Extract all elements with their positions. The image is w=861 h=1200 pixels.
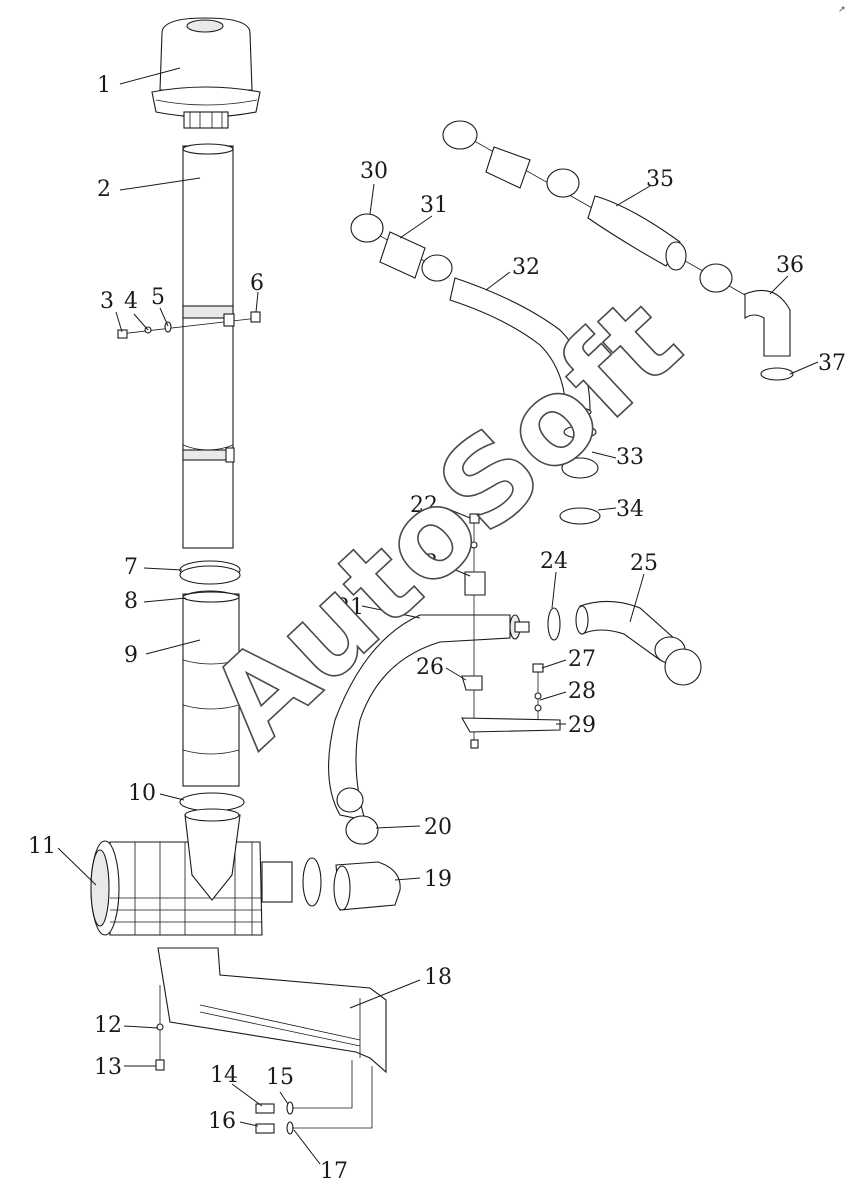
callout-30: 30	[360, 159, 388, 184]
clamp-bolt-set	[117, 311, 261, 339]
callout-16: 16	[208, 1109, 236, 1134]
leader-lines	[57, 67, 819, 1165]
intake-column	[90, 17, 387, 1135]
callout-14: 14	[210, 1063, 238, 1088]
callout-36: 36	[776, 253, 804, 278]
callout-29: 29	[568, 713, 596, 738]
callout-1: 1	[97, 73, 111, 98]
lower-intake-pipe	[182, 591, 240, 787]
connecting-hose	[302, 614, 530, 911]
callout-27: 27	[568, 647, 596, 672]
callout-15: 15	[266, 1065, 294, 1090]
support-bracket-set	[461, 513, 561, 749]
callout-33: 33	[616, 445, 644, 470]
lower-hose-clamp	[179, 792, 245, 812]
callout-23: 23	[410, 551, 438, 576]
air-cleaner-body	[90, 808, 293, 936]
callout-20: 20	[424, 815, 452, 840]
callout-17: 17	[320, 1159, 348, 1184]
callout-31: 31	[420, 193, 448, 218]
callout-25: 25	[630, 551, 658, 576]
callout-22: 22	[410, 493, 438, 518]
corner-mark: ↗	[838, 5, 846, 15]
callout-37: 37	[818, 351, 846, 376]
callout-10: 10	[128, 781, 156, 806]
callout-28: 28	[568, 679, 596, 704]
callout-12: 12	[94, 1013, 122, 1038]
callout-2: 2	[97, 177, 111, 202]
callout-7: 7	[124, 555, 138, 580]
upper-intake-pipe	[182, 143, 235, 549]
callout-9: 9	[124, 643, 138, 668]
upper-hose-assembly	[350, 120, 794, 525]
callout-11: 11	[28, 834, 56, 859]
callout-8: 8	[124, 589, 138, 614]
callout-34: 34	[616, 497, 644, 522]
rain-cap-part	[151, 17, 261, 129]
right-lower-hose	[547, 600, 702, 686]
callout-35: 35	[646, 167, 674, 192]
callout-4: 4	[124, 289, 138, 314]
callout-3: 3	[100, 289, 114, 314]
callout-5: 5	[151, 285, 165, 310]
callout-6: 6	[250, 271, 264, 296]
callout-32: 32	[512, 255, 540, 280]
mounting-bracket	[155, 947, 387, 1135]
callout-24: 24	[540, 549, 568, 574]
callout-13: 13	[94, 1055, 122, 1080]
callout-19: 19	[424, 867, 452, 892]
callout-18: 18	[424, 965, 452, 990]
callout-21: 21	[336, 595, 364, 620]
callout-labels: 1 2 3 4 5 6 7 8 9 10 11 12 13 14 15 16 1…	[28, 73, 846, 1184]
callout-26: 26	[416, 655, 444, 680]
